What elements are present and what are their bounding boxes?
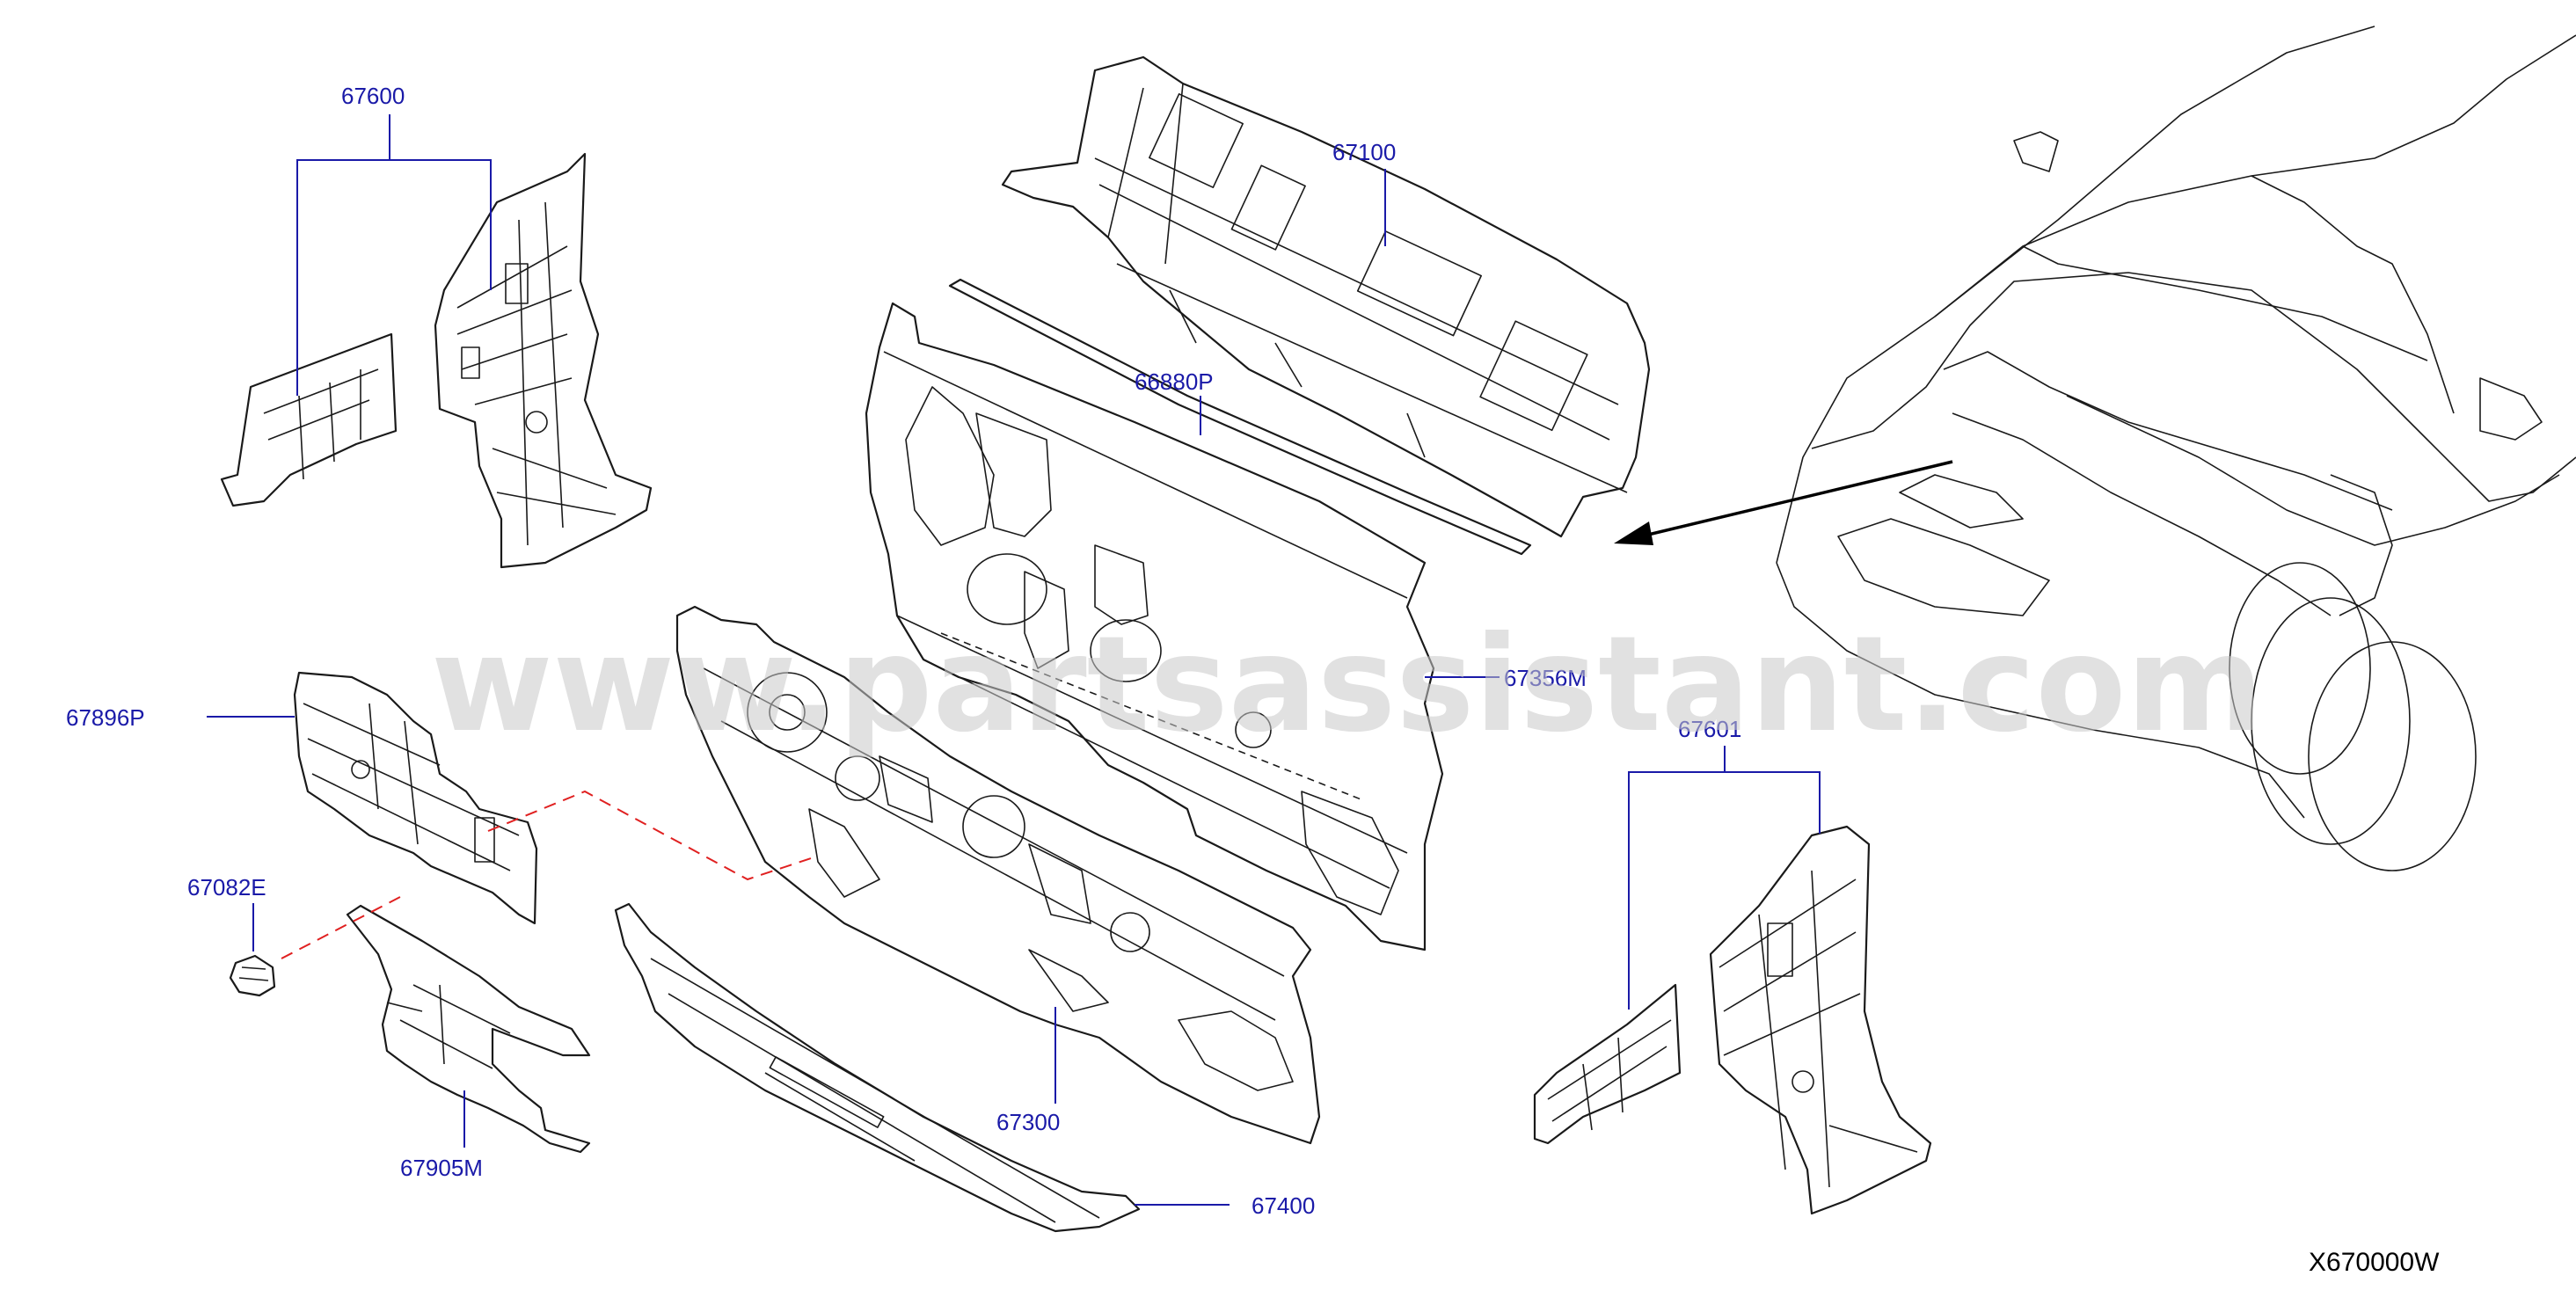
- label-67896P[interactable]: 67896P: [66, 704, 145, 731]
- part-66880P-seal[interactable]: [948, 278, 1532, 556]
- label-67300[interactable]: 67300: [996, 1109, 1060, 1135]
- part-67896P-insulator[interactable]: [293, 671, 538, 925]
- dashed-link-upper: [487, 790, 814, 881]
- label-66880P[interactable]: 66880P: [1135, 368, 1214, 395]
- part-67100-cowl-top[interactable]: [1001, 55, 1651, 538]
- label-67082E[interactable]: 67082E: [187, 874, 266, 900]
- label-67100[interactable]: 67100: [1332, 139, 1396, 165]
- dashed-link-lower: [281, 896, 401, 959]
- part-67905M-insulator[interactable]: [346, 904, 591, 1154]
- leader-67601: [1628, 746, 1821, 1010]
- part-67600-left-pillar[interactable]: [220, 152, 653, 569]
- label-67905M[interactable]: 67905M: [400, 1155, 483, 1181]
- diagram-code: X670000W: [2309, 1248, 2440, 1277]
- vehicle-front-outline: [1776, 26, 2576, 871]
- part-67356M-dash-insulator[interactable]: [865, 302, 1444, 951]
- part-67300-dash-panel[interactable]: [675, 605, 1321, 1145]
- label-67600[interactable]: 67600: [341, 83, 405, 109]
- watermark: www.partsassistant.com: [431, 609, 2264, 762]
- label-67601[interactable]: 67601: [1678, 716, 1741, 742]
- part-67400-cross-member[interactable]: [614, 902, 1141, 1233]
- label-67356M[interactable]: 67356M: [1504, 665, 1587, 691]
- direction-arrow: [1622, 460, 1953, 543]
- leader-67600: [296, 114, 492, 396]
- part-67082E-clip[interactable]: [229, 954, 276, 997]
- arrow-head: [1614, 521, 1653, 545]
- label-67400[interactable]: 67400: [1252, 1192, 1315, 1219]
- part-67601-right-pillar[interactable]: [1533, 825, 1932, 1215]
